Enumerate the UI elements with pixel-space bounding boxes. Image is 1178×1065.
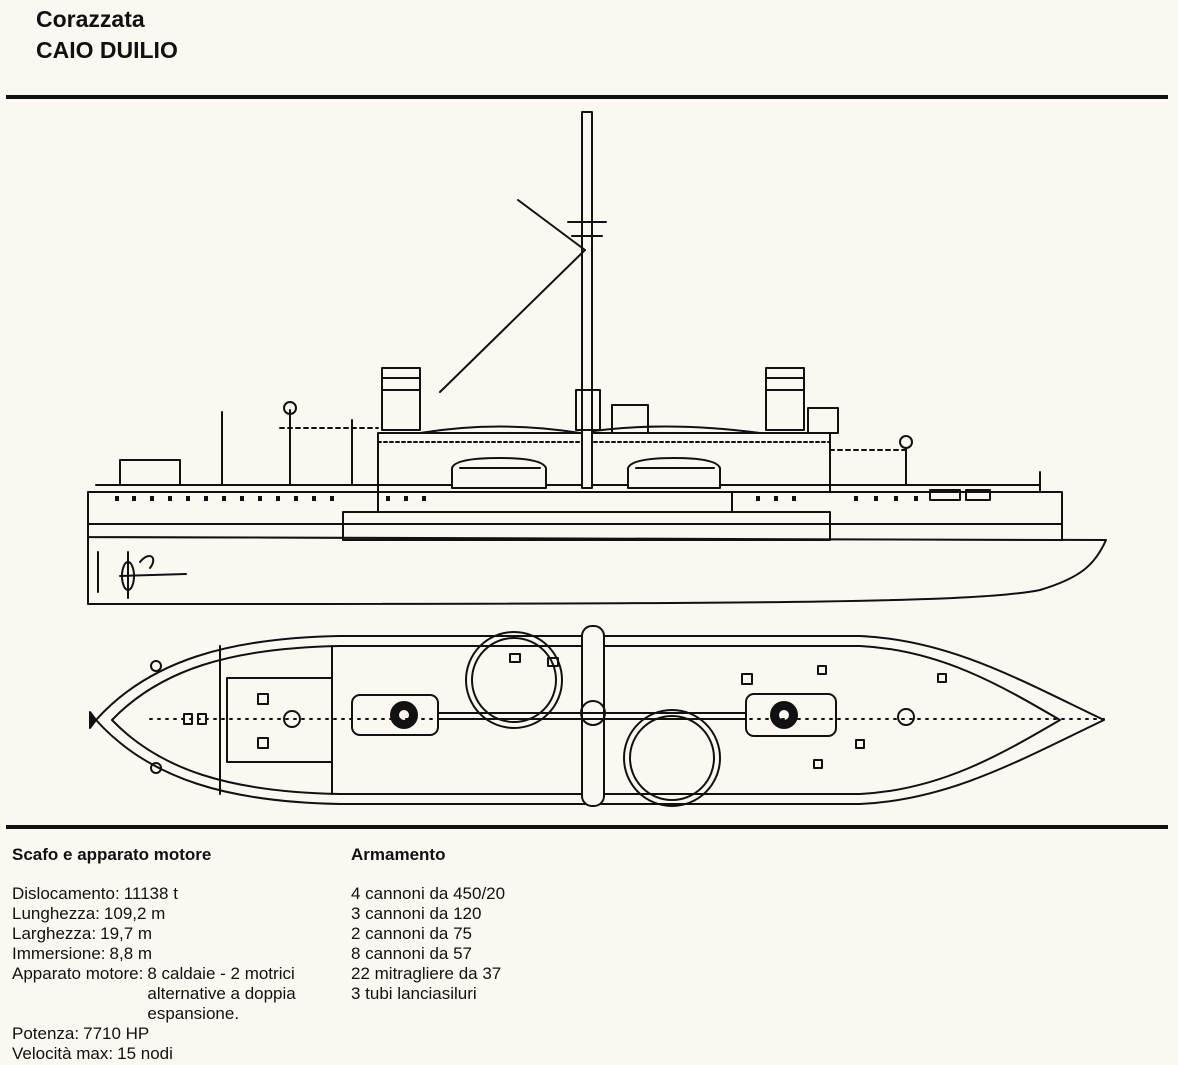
spec-draught: Immersione: 8,8 m (12, 944, 153, 963)
spec-power: Potenza: 7710 HP (12, 1024, 150, 1043)
top-divider (6, 95, 1168, 99)
hull-section-title: Scafo e apparato motore (12, 845, 212, 864)
side-profile (87, 111, 1107, 605)
derrick (517, 199, 586, 251)
plan-hatches (183, 653, 947, 769)
bottom-divider (6, 825, 1168, 829)
armament-item: 3 cannoni da 120 (351, 904, 482, 923)
spec-beam: Larghezza: 19,7 m (12, 924, 153, 943)
armament-item: 8 cannoni da 57 (351, 944, 472, 963)
plan-turret-aft-ring (465, 631, 563, 729)
plan-deckhouse (226, 677, 333, 763)
armament-list: 4 cannoni da 450/20 3 cannoni da 120 2 c… (351, 884, 505, 1004)
citadel-upper (377, 432, 831, 493)
armament-item: 2 cannoni da 75 (351, 924, 472, 943)
armament-item: 4 cannoni da 450/20 (351, 884, 506, 903)
ship-drawing (87, 111, 1107, 807)
portholes (115, 496, 918, 501)
turret-aft (451, 457, 547, 489)
side-hull-lower (87, 536, 1107, 605)
spec-max-speed: Velocità max: 15 nodi (12, 1044, 173, 1063)
spec-length: Lunghezza: 109,2 m (12, 904, 166, 923)
spec-propulsion: Apparato motore: 8 caldaie - 2 motrici a… (12, 964, 296, 1023)
hull-specs: Dislocamento: 11138 t Lunghezza: 109,2 m… (12, 884, 342, 1064)
armament-item: 22 mitragliere da 37 (351, 964, 502, 983)
armament-item: 3 tubi lanciasiluri (351, 984, 477, 1003)
stay (439, 249, 586, 393)
turret-fore (627, 457, 721, 489)
plan-flying-bridge (581, 625, 605, 807)
plan-view (89, 625, 1105, 807)
citadel-side (377, 491, 733, 513)
page-header: Corazzata CAIO DUILIO (36, 4, 178, 66)
ship-name: CAIO DUILIO (36, 37, 178, 63)
ship-type: Corazzata (36, 6, 145, 32)
armament-section-title: Armamento (351, 845, 446, 864)
spec-displacement: Dislocamento: 11138 t (12, 884, 178, 903)
side-hull-upper (87, 491, 1063, 541)
main-mast (581, 111, 593, 489)
propeller-icon (97, 551, 187, 599)
plan-turret-fore-ring (623, 709, 721, 807)
